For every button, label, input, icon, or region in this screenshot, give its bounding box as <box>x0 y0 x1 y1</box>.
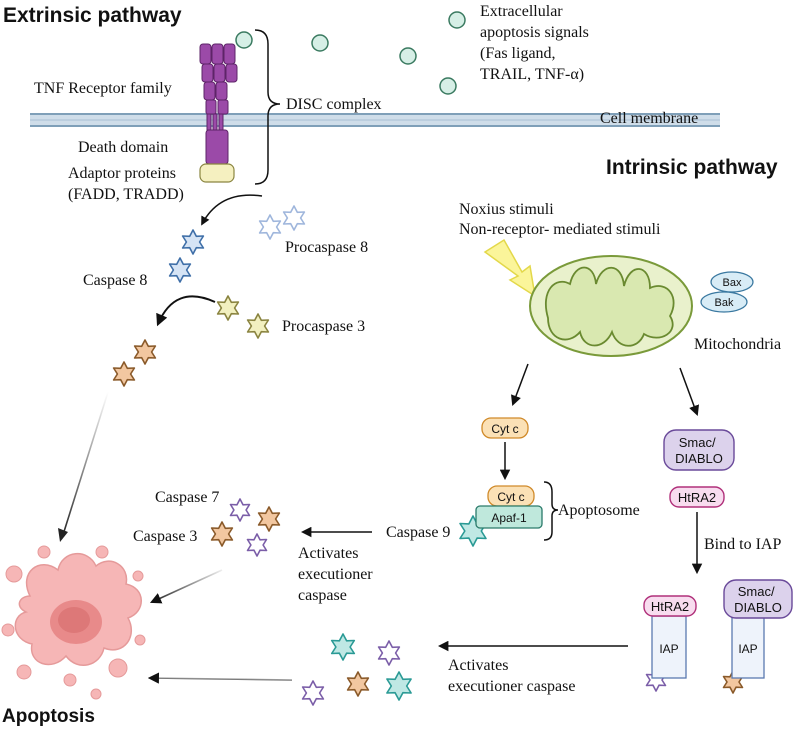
caspase9-label: Caspase 9 <box>386 524 450 541</box>
cell-membrane <box>30 113 720 127</box>
bax-label: Bax <box>723 277 742 289</box>
mitochondrion <box>529 255 693 357</box>
disc-label: DISC complex <box>286 96 382 113</box>
smac-bound-label: Smac/ DIABLO <box>734 584 782 615</box>
caspase3-star-icon <box>133 339 157 365</box>
arrow-executioner-to-apoptosis <box>149 569 223 604</box>
signal-dot <box>235 31 253 49</box>
arrow-mito-to-smac <box>679 367 700 416</box>
apoptosome-label: Apoptosome <box>558 502 640 519</box>
procaspase8-star-icon <box>258 214 282 240</box>
caspase8-star-icon <box>181 229 205 255</box>
caspase3-star-icon <box>210 521 234 547</box>
caspase-star-icon <box>330 633 356 661</box>
htra2-label: HtRA2 <box>678 490 716 505</box>
arrow-procaspase8-to-caspase8 <box>201 194 263 226</box>
signal-dot <box>439 77 457 95</box>
cell-membrane-label: Cell membrane <box>600 110 698 127</box>
caspase8-label: Caspase 8 <box>83 272 147 289</box>
cytc-apoptosome-label: Cyt c <box>497 490 524 504</box>
procaspase3-label: Procaspase 3 <box>282 318 365 335</box>
death-domain-label: Death domain <box>78 139 168 156</box>
cytc-released <box>481 417 529 439</box>
caspase-star-icon <box>257 506 281 532</box>
caspase3-label: Caspase 3 <box>133 528 197 545</box>
bak-label: Bak <box>715 297 734 309</box>
signals-label: Extracellular apoptosis signals (Fas lig… <box>480 3 593 83</box>
smac-bound-box <box>723 579 793 619</box>
caspase3-star-icon <box>112 361 136 387</box>
arrow-caspase3-to-apoptosis <box>61 391 109 539</box>
noxius-stimuli-label: Noxius stimuli Non-receptor- mediated st… <box>459 201 661 238</box>
apoptosis-heading: Apoptosis <box>2 706 95 726</box>
disc-brace <box>254 29 281 185</box>
caspase-star-icon <box>301 680 325 706</box>
signal-molecules <box>235 11 466 95</box>
tnf-receptor-label: TNF Receptor family <box>34 80 172 97</box>
htra2-box <box>669 486 725 508</box>
caspase-star-icon <box>346 671 370 697</box>
signal-dot <box>399 47 417 65</box>
adaptor-proteins-label: Adaptor proteins (FADD, TRADD) <box>68 165 184 203</box>
caspase7-star-icon <box>246 533 268 557</box>
iap-box-1 <box>651 615 687 679</box>
caspase7-star-icon <box>229 498 251 522</box>
activates-label-2: Activates executioner caspase <box>448 657 575 695</box>
apaf1-box <box>475 505 543 529</box>
caspase-star-icon <box>386 671 412 701</box>
smac-diablo-box <box>663 429 735 471</box>
apoptosome-brace <box>543 481 559 541</box>
apoptotic-cell <box>1 545 146 700</box>
adaptor-protein-shape <box>199 163 235 183</box>
signal-dot <box>311 34 329 52</box>
htra2-bound-box <box>643 595 697 617</box>
extrinsic-heading: Extrinsic pathway <box>3 4 182 27</box>
caspase-star-icon <box>377 640 401 666</box>
iap-label-1: IAP <box>659 642 678 656</box>
caspase8-star-icon <box>168 257 192 283</box>
bind-iap-label: Bind to IAP <box>704 536 781 553</box>
arrow-mito-to-cytc <box>511 363 529 406</box>
htra2-bound-label: HtRA2 <box>651 599 689 614</box>
procaspase3-star-icon <box>216 295 240 321</box>
intrinsic-heading: Intrinsic pathway <box>606 156 778 179</box>
bak-protein <box>700 291 748 313</box>
apaf1-label: Apaf-1 <box>491 511 527 525</box>
activates-label-1: Activates executioner caspase <box>298 545 377 604</box>
procaspase3-star-icon <box>246 313 270 339</box>
iap-label-2: IAP <box>738 642 757 656</box>
mitochondria-label: Mitochondria <box>694 336 781 353</box>
arrow-caspase8-to-caspase3 <box>156 295 216 327</box>
caspase7-label: Caspase 7 <box>155 489 219 506</box>
procaspase8-star-icon <box>282 205 306 231</box>
arrow-executioner2-to-apoptosis <box>147 672 293 684</box>
signal-dot <box>448 11 466 29</box>
stimulus-arrow <box>483 238 537 298</box>
cytc-released-label: Cyt c <box>491 422 518 436</box>
smac-diablo-label: Smac/ DIABLO <box>675 435 723 466</box>
procaspase8-label: Procaspase 8 <box>285 239 368 256</box>
tnf-receptor <box>199 43 238 165</box>
